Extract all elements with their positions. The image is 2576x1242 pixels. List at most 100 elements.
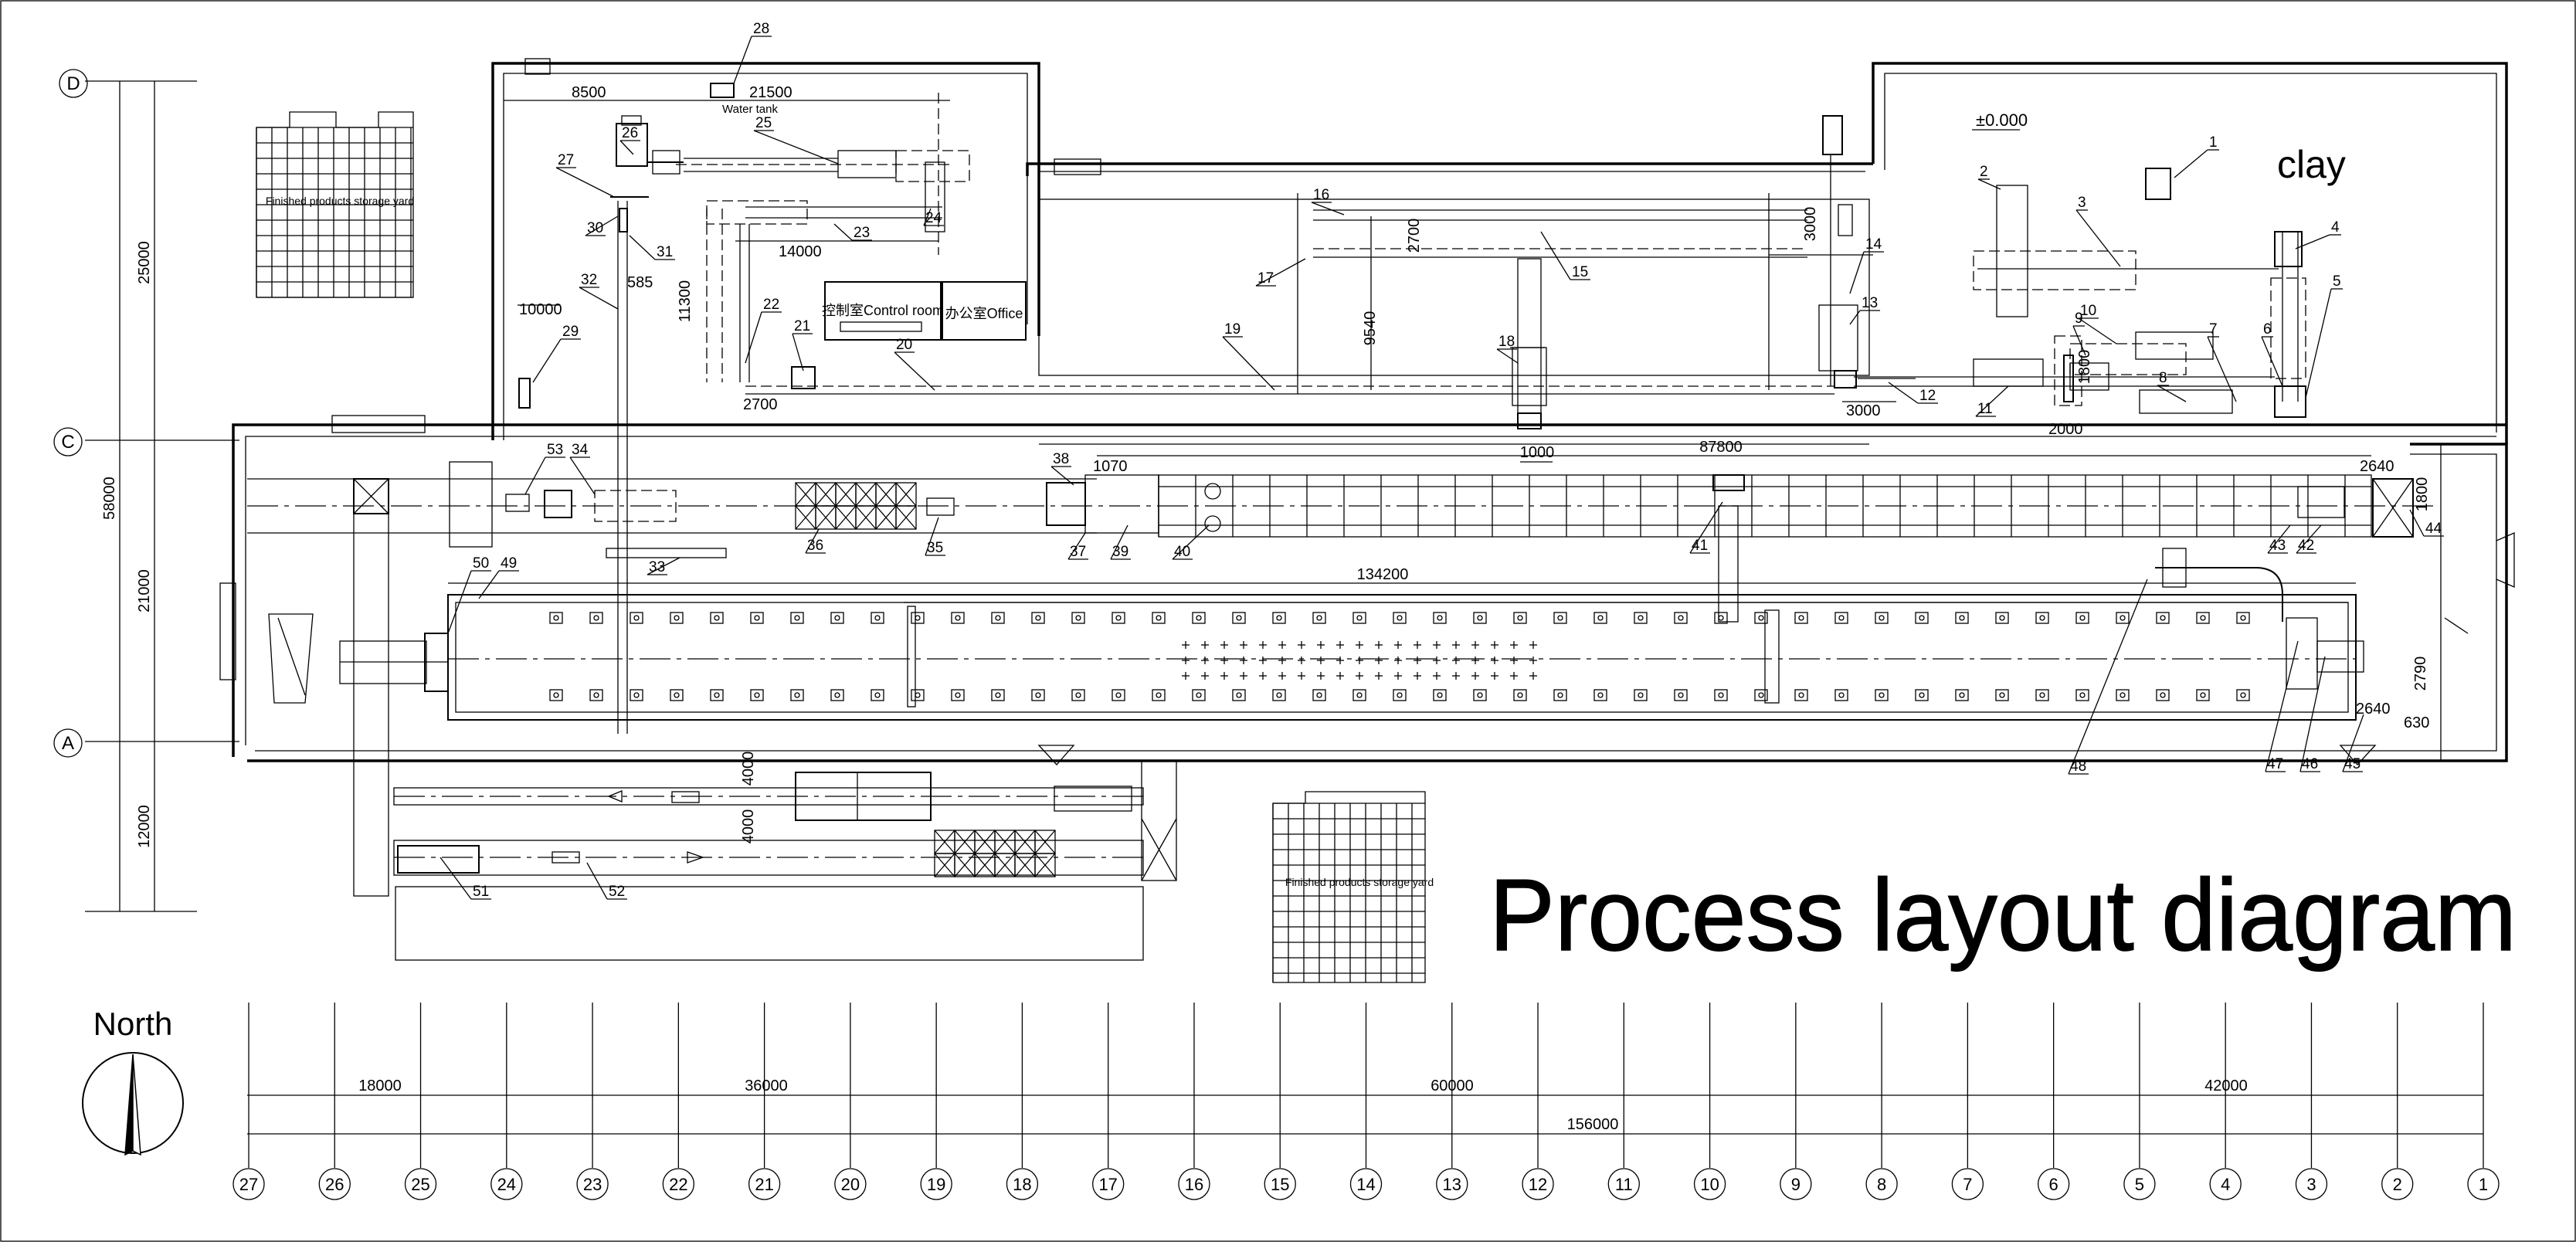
callout-number: 2	[1980, 164, 1988, 180]
office-label: 办公室Office	[945, 306, 1023, 321]
diagram-title: Process layout diagram	[1489, 858, 2517, 972]
dim-14000: 14000	[779, 243, 822, 260]
grid-col-label: 2	[2393, 1175, 2402, 1194]
callout-number: 50	[473, 555, 489, 572]
callout-number: 43	[2269, 538, 2286, 554]
dim-bottom-42000: 42000	[2204, 1077, 2248, 1094]
north-arrow-icon	[124, 1054, 134, 1156]
callout-number: 41	[1692, 538, 1708, 554]
grid-col-label: 12	[1529, 1175, 1547, 1194]
dim-2640-upper: 2640	[2360, 458, 2394, 475]
dim-8500: 8500	[572, 84, 606, 101]
callout-number: 15	[1572, 264, 1588, 280]
callout-number: 26	[622, 125, 638, 141]
dim-2700-mid: 2700	[1406, 219, 1423, 253]
dim-11300: 11300	[677, 280, 694, 322]
dim-2790: 2790	[2412, 657, 2429, 691]
grid-col-label: 25	[411, 1175, 429, 1194]
dim-9540: 9540	[1362, 311, 1379, 346]
tunnel-kiln	[339, 594, 2364, 721]
callout-number: 34	[572, 442, 589, 458]
bottom-lines	[393, 760, 1177, 961]
grid-col-marker	[2381, 1168, 2414, 1200]
grid-col-label: 10	[1700, 1175, 1719, 1194]
callout-number: 42	[2298, 538, 2314, 554]
grid-col-marker	[662, 1168, 694, 1200]
callout-number: 52	[609, 884, 625, 900]
grid-col-marker	[232, 1168, 265, 1200]
grid-col-marker	[1092, 1168, 1125, 1200]
dim-10000: 10000	[519, 301, 562, 318]
grid-row-a-marker	[53, 728, 83, 758]
callout-number: 10	[2080, 303, 2096, 319]
callout-number: 4	[2331, 219, 2340, 236]
dim-630: 630	[2404, 714, 2429, 731]
left-transfer	[268, 478, 389, 897]
grid-col-label: 7	[1963, 1175, 1972, 1194]
callout-number: 22	[763, 297, 779, 313]
dim-bottom-156000: 156000	[1567, 1116, 1619, 1133]
middle-hall-equipment	[1038, 193, 1873, 445]
callout-number: 17	[1257, 270, 1274, 287]
building-walls	[219, 58, 2515, 765]
grid-col-label: 19	[927, 1175, 945, 1194]
callout-number: 40	[1174, 544, 1190, 560]
grid-col-marker	[576, 1168, 609, 1200]
grid-col-label: 21	[755, 1175, 773, 1194]
dim-585: 585	[627, 274, 653, 291]
grid-col-label: 23	[583, 1175, 602, 1194]
dim-4000-lower: 4000	[740, 809, 757, 844]
callout-number: 29	[562, 324, 579, 340]
grid-row-a: A	[62, 733, 74, 754]
grid-col-marker	[1780, 1168, 1812, 1200]
callout-number: 32	[581, 272, 597, 288]
grid-col-label: 6	[2049, 1175, 2058, 1194]
plan-dimensions: 8500 21500 14000 11300 585 10000 2700 27…	[448, 84, 2431, 843]
grid-col-label: 22	[669, 1175, 687, 1194]
grid-col-marker	[2209, 1168, 2242, 1200]
callout-number: 51	[473, 884, 489, 900]
dim-2700-left: 2700	[743, 396, 778, 413]
grid-col-marker	[1607, 1168, 1640, 1200]
callout-number: 19	[1224, 321, 1240, 338]
callout-number: 46	[2302, 756, 2318, 772]
callout-number: 23	[854, 225, 870, 241]
grid-col-marker	[2467, 1168, 2500, 1200]
dim-4000-upper: 4000	[740, 752, 757, 786]
grid-col-label: 14	[1356, 1175, 1375, 1194]
dim-3000-vertical: 3000	[1802, 207, 1819, 242]
dim-left-12000: 12000	[136, 805, 153, 848]
callout-number: 31	[657, 244, 673, 260]
grid-col-label: 1	[2479, 1175, 2488, 1194]
grid-row-c: C	[61, 432, 74, 453]
grid-col-label: 8	[1877, 1175, 1886, 1194]
compass-circle	[82, 1052, 184, 1154]
callout-number: 30	[587, 220, 603, 236]
main-conveyor-line	[247, 461, 2433, 623]
callout-number: 7	[2209, 321, 2218, 338]
callout-number: 16	[1313, 187, 1329, 203]
grid-col-label: 18	[1013, 1175, 1031, 1194]
callout-number: 49	[501, 555, 517, 572]
grid-col-label: 9	[1791, 1175, 1800, 1194]
callout-number: 47	[2267, 756, 2283, 772]
callout-number: 45	[2344, 756, 2360, 772]
grid-col-label: 13	[1443, 1175, 1461, 1194]
callout-number: 14	[1865, 236, 1882, 253]
grid-col-marker	[1522, 1168, 1554, 1200]
callout-number: 11	[1977, 401, 1993, 417]
grid-col-label: 15	[1271, 1175, 1289, 1194]
dim-bottom-36000: 36000	[745, 1077, 788, 1094]
grid-col-marker	[2123, 1168, 2156, 1200]
grid-row-d: D	[66, 73, 80, 94]
callout-number: 36	[807, 538, 823, 554]
dim-1000: 1000	[1520, 444, 1555, 461]
callout-number: 48	[2070, 758, 2086, 775]
grid-col-marker	[1178, 1168, 1210, 1200]
callout-number: 3	[2078, 195, 2086, 211]
grid-col-label: 11	[1615, 1175, 1633, 1194]
grid-col-marker	[748, 1168, 781, 1200]
callout-number: 1	[2209, 134, 2218, 151]
water-tank-label: Water tank	[722, 103, 778, 116]
